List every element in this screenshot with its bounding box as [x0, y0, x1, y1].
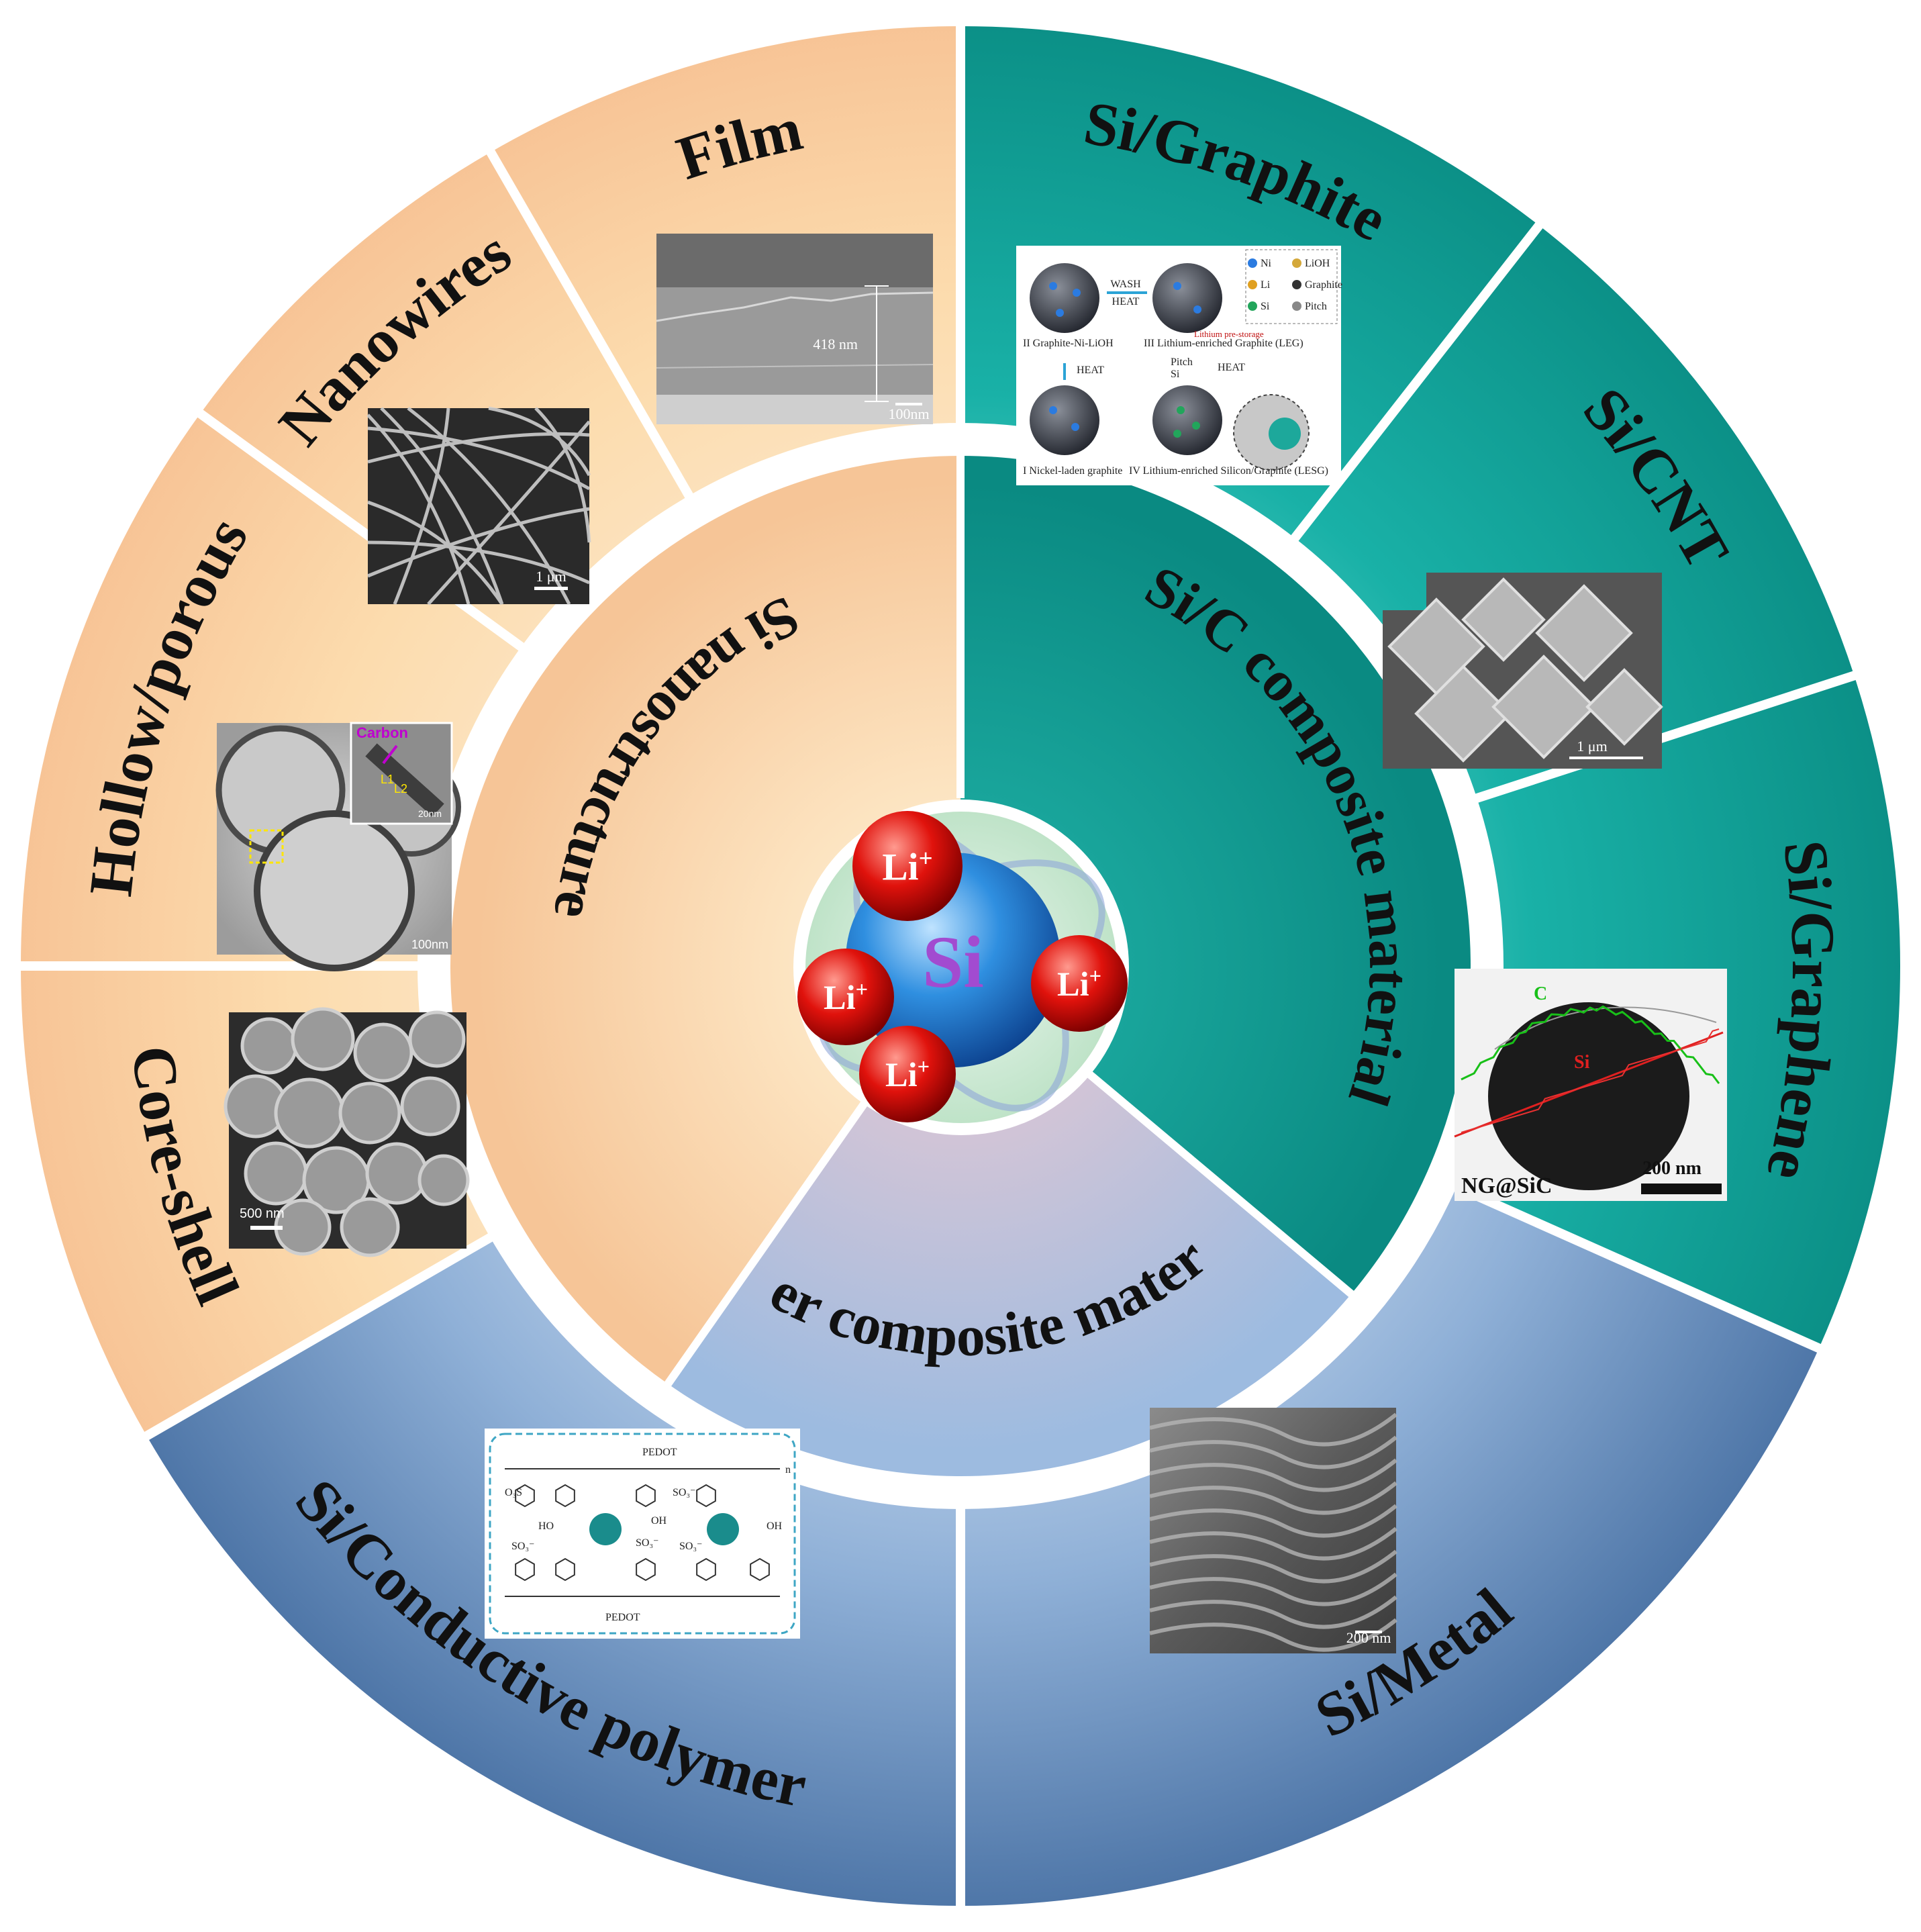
- li-ion: [852, 811, 963, 921]
- li-ion-label: Li+: [882, 844, 932, 889]
- li-ion: [859, 1026, 956, 1122]
- hollow-l2: L2: [394, 782, 407, 795]
- graphene-si-label: Si: [1574, 1052, 1590, 1073]
- film-scale: 100nm: [888, 405, 929, 422]
- polymer-so3e: SO₃⁻: [679, 1541, 702, 1552]
- polymer-so3a: O₃S: [505, 1487, 522, 1498]
- hollow-inset-label: Carbon: [356, 724, 408, 741]
- si-polymer-structure: PEDOT PEDOT O₃S SO₃⁻ SO₃⁻ SO₃⁻ SO₃⁻ HO O…: [485, 1429, 800, 1639]
- metal-scale: 200 nm: [1346, 1629, 1391, 1646]
- graphite-wash: WASH: [1110, 279, 1141, 290]
- hollow-inset-scale: 20nm: [418, 808, 442, 819]
- graphite-legend-item: Li: [1261, 279, 1271, 291]
- graphite-legend-item: Si: [1261, 301, 1270, 312]
- si-metal-sem-image: 200 nm: [1149, 1408, 1397, 1653]
- inner-ring: [450, 456, 1471, 1477]
- polymer-oh: OH: [651, 1515, 667, 1527]
- graphite-step3: III Lithium-enriched Graphite (LEG): [1144, 338, 1303, 349]
- nanowires-sem-image: 1 μm: [366, 406, 591, 606]
- polymer-so3b: SO₃⁻: [673, 1487, 695, 1498]
- inner-segment-si-nanostructure: [450, 456, 960, 1384]
- inner-segment-si-c-composite: [960, 456, 1471, 1294]
- film-thickness: 418 nm: [813, 336, 858, 352]
- hollow-l1: L1: [381, 773, 394, 786]
- ring-dividers: [14, 19, 1863, 1913]
- film-sem-image: 418 nm 100nm: [656, 234, 934, 424]
- graphene-sample: NG@SiC: [1461, 1173, 1553, 1198]
- coreshell-sem-image: 500 nm: [224, 1007, 470, 1257]
- graphite-heat3: HEAT: [1218, 362, 1245, 373]
- hollow-scale: 100nm: [411, 938, 448, 951]
- center-atom: Si Li+Li+Li+Li+: [793, 800, 1129, 1135]
- graphite-legend-item: Graphite: [1305, 279, 1342, 291]
- graphite-step1: I Nickel-laden graphite: [1023, 465, 1122, 477]
- si-core-label: Si: [922, 921, 984, 1003]
- cnt-scale: 1 μm: [1577, 738, 1607, 755]
- li-ion-label: Li+: [824, 978, 868, 1016]
- graphite-legend-item: Ni: [1261, 258, 1272, 269]
- graphite-heat2: HEAT: [1077, 365, 1104, 376]
- graphite-step2: II Graphite-Ni-LiOH: [1023, 338, 1114, 349]
- polymer-n: n: [785, 1464, 791, 1476]
- graphite-si: Si: [1171, 369, 1180, 380]
- graphite-pitch: Pitch: [1171, 356, 1193, 368]
- si-cnt-sem-image: 1 μm: [1383, 573, 1663, 769]
- hollow-tem-image: Carbon L1 L2 20nm 100nm: [215, 722, 461, 971]
- li-ion: [797, 949, 894, 1045]
- polymer-top: PEDOT: [642, 1447, 677, 1458]
- graphite-legend-item: LiOH: [1305, 258, 1330, 269]
- polymer-ho: HO: [538, 1520, 554, 1532]
- graphene-scale: 200 nm: [1642, 1158, 1702, 1179]
- separator-ring: [417, 423, 1504, 1509]
- polymer-so3d: SO₃⁻: [636, 1537, 658, 1549]
- graphite-heat1: HEAT: [1112, 296, 1140, 307]
- graphene-c-label: C: [1534, 983, 1547, 1004]
- graphite-legend-item: Pitch: [1305, 301, 1327, 312]
- nanowires-scale: 1 μm: [536, 568, 566, 585]
- polymer-bottom: PEDOT: [605, 1612, 640, 1623]
- si-graphene-tem-image: C Si NG@SiC 200 nm: [1454, 969, 1727, 1201]
- polymer-oh2: OH: [767, 1520, 783, 1532]
- inner-segment-other-composite: [668, 966, 1352, 1477]
- graphite-prestorage: Lithium pre-storage: [1194, 329, 1264, 339]
- graphite-step4: IV Lithium-enriched Silicon/Graphite (LE…: [1129, 465, 1328, 477]
- li-ion: [1031, 935, 1128, 1032]
- polymer-so3c: SO₃⁻: [511, 1541, 534, 1552]
- coreshell-scale: 500 nm: [240, 1206, 285, 1221]
